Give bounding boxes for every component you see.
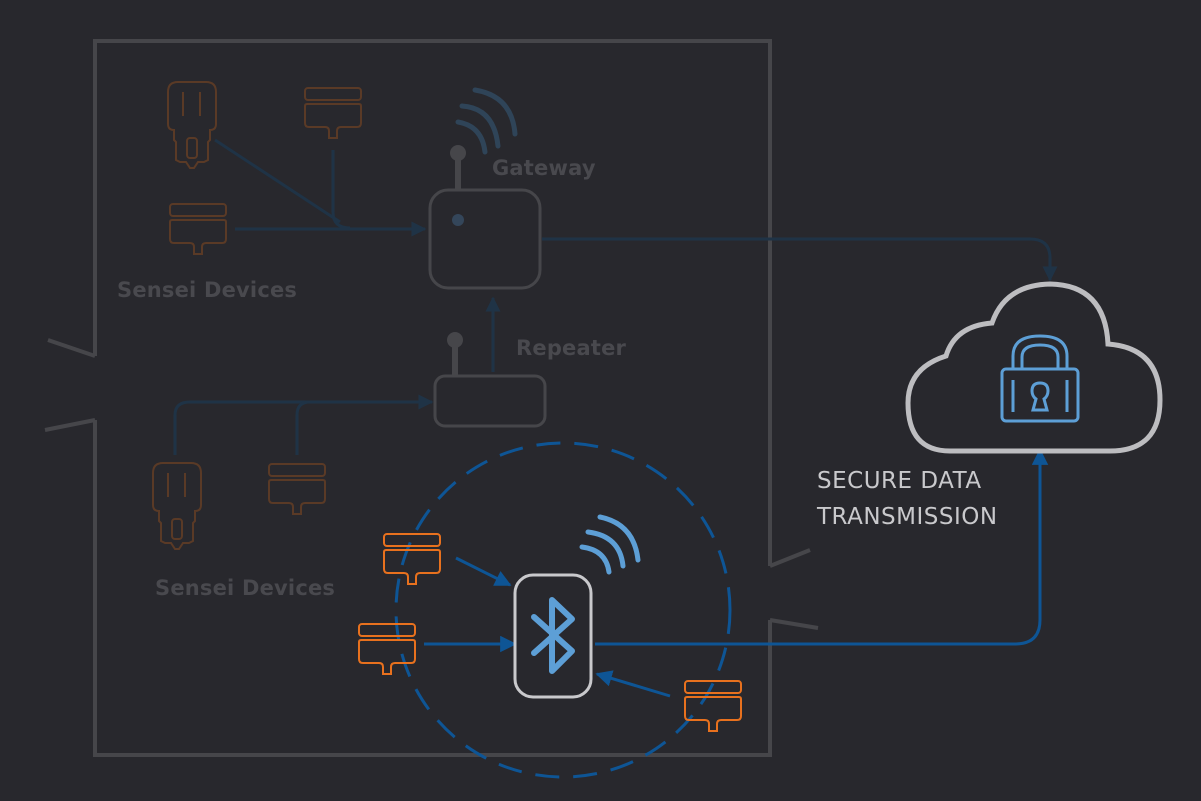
bluetooth-range-circle xyxy=(394,441,732,779)
sensei-plug-top-icon xyxy=(167,81,217,169)
edge-plug-top-to-gateway xyxy=(214,138,341,224)
gateway-box xyxy=(428,188,542,290)
repeater-label: Repeater xyxy=(516,336,627,360)
gateway-signal-icon xyxy=(455,87,518,155)
door-flap-left-lower xyxy=(44,418,96,432)
edge-bt-sensor-3-to-hub xyxy=(595,670,671,698)
sensei-sensor-top-icon xyxy=(304,87,362,139)
edge-sensor-top-to-gateway xyxy=(331,150,351,230)
hub-signal-icon xyxy=(579,514,641,575)
sensei-sensor-bottom-icon xyxy=(268,463,326,515)
secure-cloud-node[interactable] xyxy=(905,281,1163,454)
wall-top-section xyxy=(93,39,772,566)
gateway-label: Gateway xyxy=(492,156,596,180)
secure-data-transmission-label: SECURE DATA TRANSMISSION xyxy=(817,463,998,535)
bt-sensor-3-icon xyxy=(684,680,742,732)
gateway-antenna-icon xyxy=(450,145,466,190)
building-walls xyxy=(44,39,819,757)
edge-hub-to-cloud xyxy=(595,448,1049,646)
sensei-devices-bottom-label: Sensei Devices xyxy=(155,576,336,600)
door-flap-right-lower xyxy=(769,618,819,630)
repeater-antenna-icon xyxy=(447,332,463,376)
repeater-box xyxy=(433,374,547,428)
gateway-node[interactable] xyxy=(428,87,542,290)
repeater-node[interactable] xyxy=(433,332,547,428)
edge-bt-sensor-1-to-hub xyxy=(455,556,512,587)
sensei-devices-top-label: Sensei Devices xyxy=(117,278,298,302)
secure-label-line1: SECURE DATA xyxy=(817,468,982,494)
bluetooth-hub-node[interactable] xyxy=(513,514,641,699)
secure-label-line2: TRANSMISSION xyxy=(817,504,998,530)
door-flap-right-upper xyxy=(769,548,811,568)
lock-icon xyxy=(1000,334,1080,423)
sensei-plug-bottom-icon xyxy=(152,462,202,550)
sensei-sensor-mid-icon xyxy=(169,203,227,255)
dim-connections xyxy=(173,138,1058,455)
door-flap-left-upper xyxy=(47,338,96,358)
bluetooth-icon xyxy=(531,597,575,674)
hub-box xyxy=(513,573,593,699)
bt-sensor-1-icon xyxy=(383,533,441,585)
wall-bottom-section xyxy=(93,420,772,757)
edge-sensor-bottom-to-repeater xyxy=(295,400,311,455)
cloud-icon xyxy=(905,281,1163,454)
edge-gateway-to-cloud xyxy=(542,237,1058,282)
gateway-led-icon xyxy=(452,214,464,226)
active-connections xyxy=(424,448,1049,698)
edge-plug-bottom-to-repeater xyxy=(173,394,434,455)
